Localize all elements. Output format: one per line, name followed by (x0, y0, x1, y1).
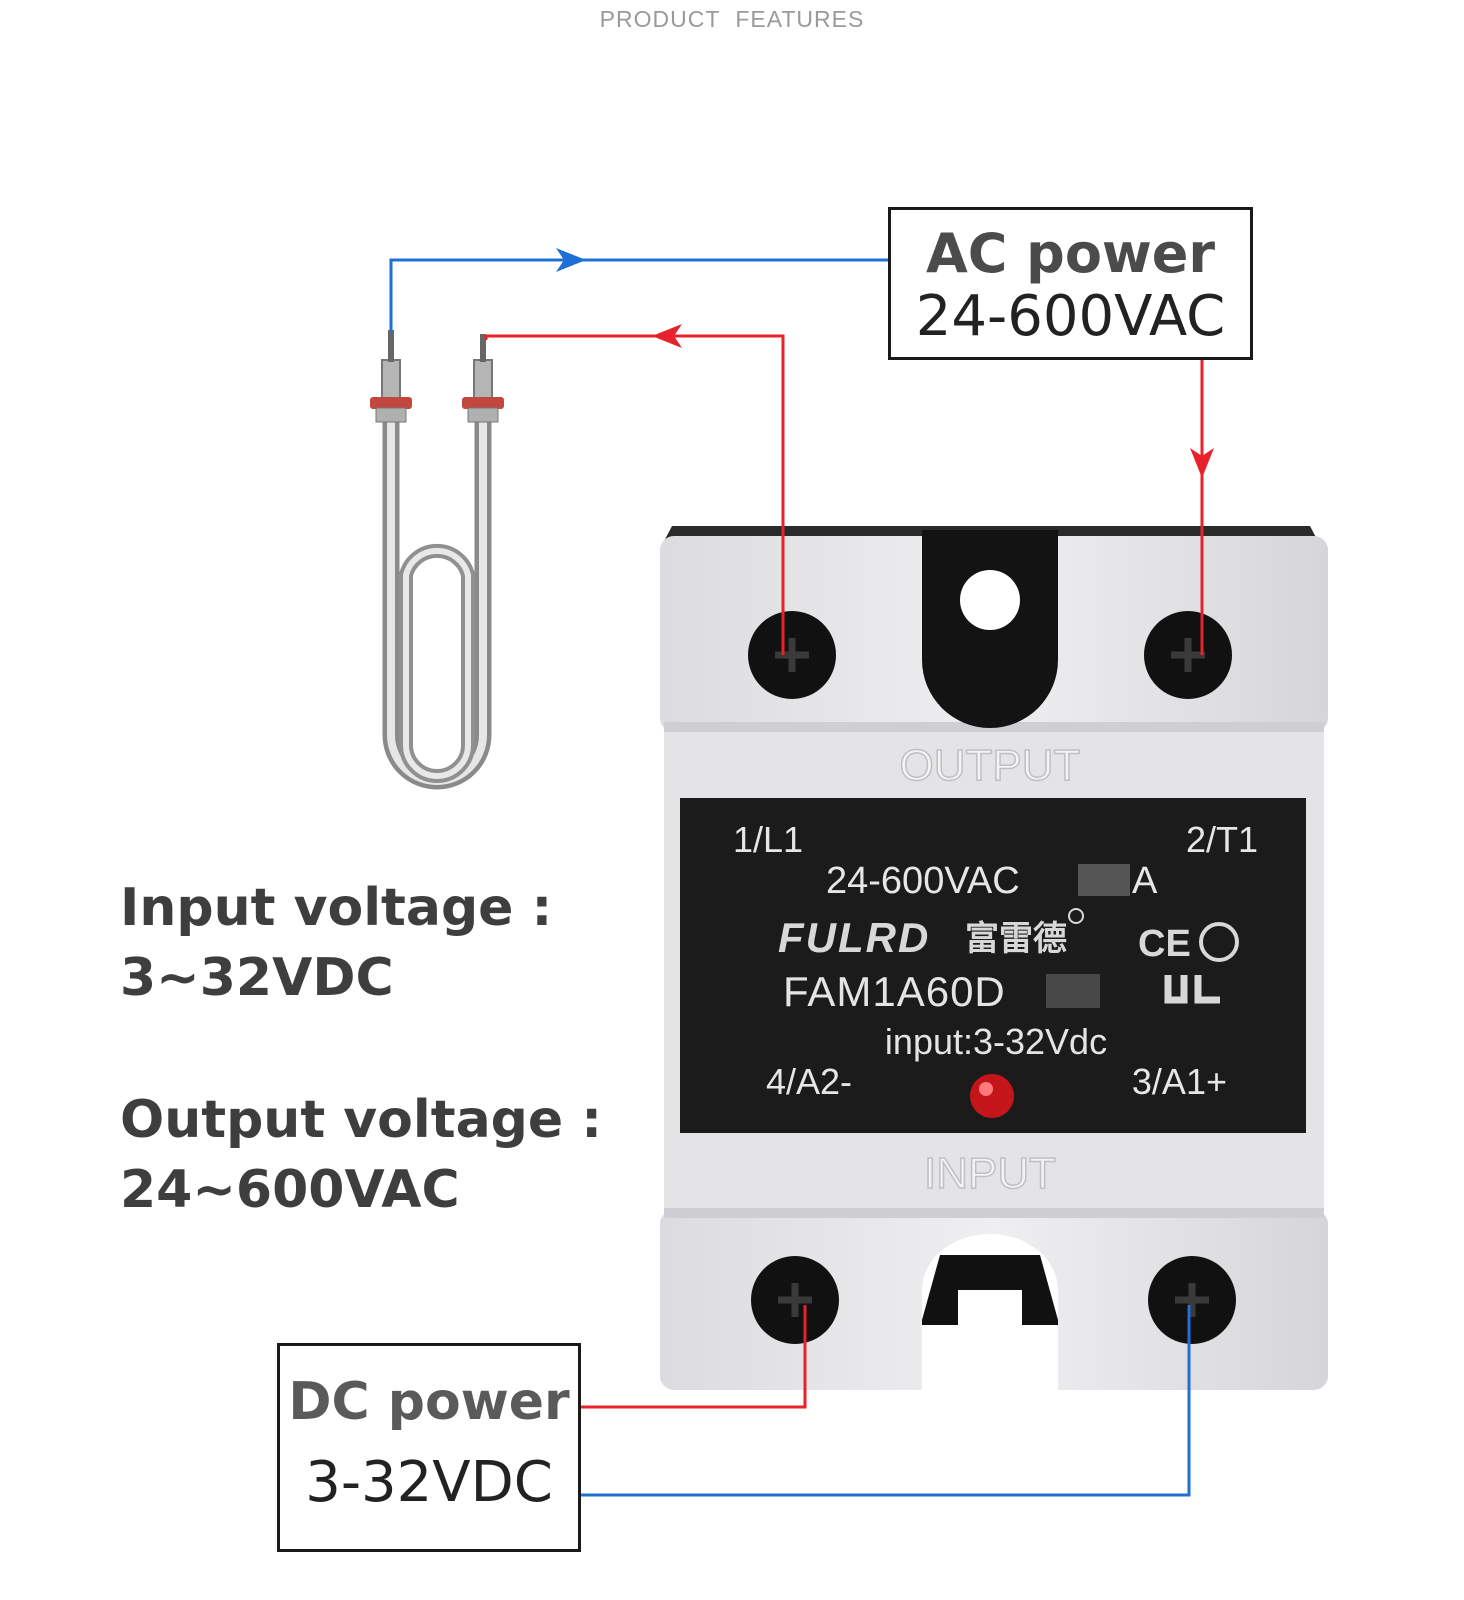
output-voltage-label: Output voltage : (120, 1090, 603, 1150)
page-header: PRODUCT FEATURES (599, 6, 865, 32)
ac-power-value: 24-600VAC (915, 284, 1226, 349)
red-wire-top (484, 334, 785, 655)
terminal-2-label: 2/T1 (1186, 819, 1258, 860)
red-wire-dc (581, 1305, 807, 1409)
heating-element-icon (370, 330, 504, 790)
dc-power-label: DC power (288, 1372, 570, 1432)
csa-mark-icon (1199, 922, 1239, 962)
model-text: FAM1A60D (783, 968, 1006, 1015)
arrow-down-icon (1190, 448, 1214, 478)
ul-mark-icon (1164, 975, 1220, 1004)
brand-logo: FULRD (778, 914, 930, 961)
blurred-current (1078, 864, 1130, 896)
screw-terminal-1 (748, 611, 836, 699)
brand-cn: 富雷德 (965, 919, 1067, 958)
dc-power-value: 3-32VDC (305, 1450, 553, 1515)
blurred-model-suffix (1046, 974, 1100, 1008)
registered-icon (1068, 908, 1084, 924)
status-led-icon (970, 1074, 1014, 1118)
blue-wire-top (389, 258, 888, 332)
ac-power-label: AC power (925, 222, 1216, 285)
arrow-right-icon (556, 248, 586, 272)
ac-power-box: AC power 24-600VAC (888, 207, 1253, 360)
terminal-4-label: 4/A2- (766, 1061, 852, 1102)
terminal-1-label: 1/L1 (733, 819, 803, 860)
input-voltage-label: Input voltage : (120, 878, 553, 938)
solid-state-relay: OUTPUT INPUT 1/L1 2/T1 24-600VAC A FULRD… (660, 526, 1328, 1390)
screw-terminal-2 (1144, 611, 1232, 699)
arrow-left-icon (652, 324, 682, 348)
wires (389, 248, 1214, 1497)
output-voltage-value: 24~600VAC (120, 1160, 460, 1220)
screw-terminal-3 (1148, 1256, 1236, 1344)
input-voltage-value: 3~32VDC (120, 948, 394, 1008)
terminal-3-label: 3/A1+ (1132, 1061, 1227, 1102)
output-voltage-spec: Output voltage : 24~600VAC (120, 1085, 602, 1225)
input-voltage-spec: Input voltage : 3~32VDC (120, 873, 552, 1013)
input-spec-text: input:3-32Vdc (885, 1021, 1107, 1062)
rating-text: 24-600VAC (826, 860, 1020, 902)
dc-power-box: DC power 3-32VDC (277, 1343, 581, 1552)
screw-terminal-4 (751, 1256, 839, 1344)
rating-unit: A (1132, 860, 1158, 902)
blue-wire-dc (581, 1305, 1191, 1497)
input-label: INPUT (924, 1149, 1056, 1198)
ce-mark: CE (1138, 923, 1191, 965)
output-label: OUTPUT (900, 741, 1081, 790)
